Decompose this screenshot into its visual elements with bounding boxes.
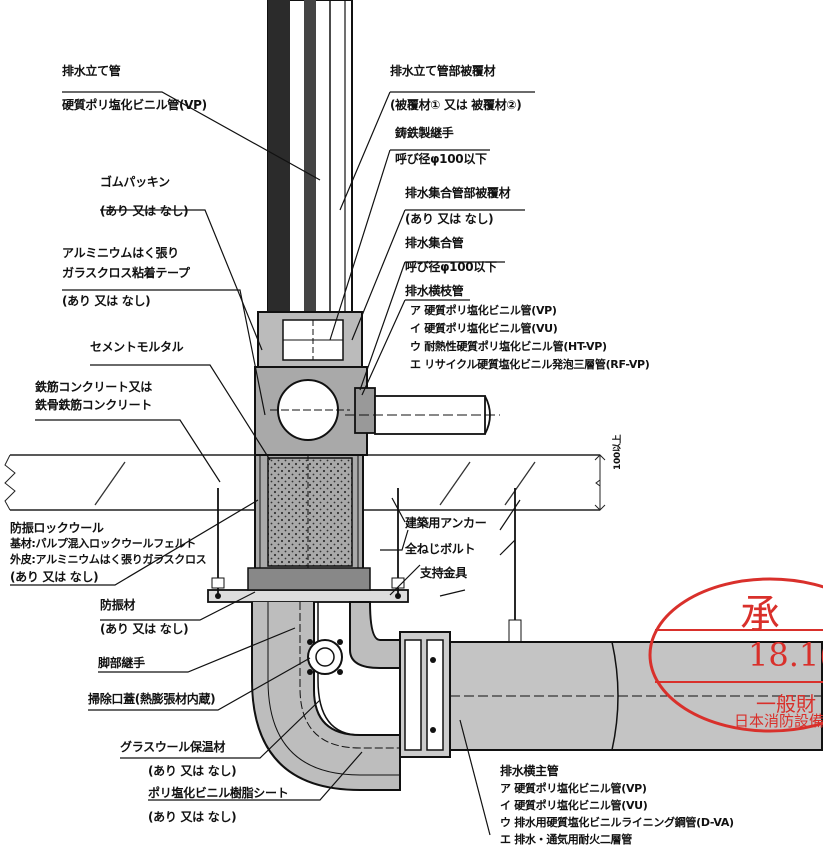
label-foil-tape-opt: (あり 又は なし)	[62, 294, 151, 308]
label-glasswool: グラスウール保温材	[120, 740, 226, 754]
stamp-char: 承	[740, 592, 780, 638]
label-collector: 排水集合管	[405, 236, 464, 250]
label-main-a: ア 硬質ポリ塩化ビニル管(VP)	[500, 782, 647, 795]
label-riser: 排水立て管	[62, 64, 121, 78]
leader-lines	[10, 91, 535, 836]
label-rubber-packing: ゴムパッキン	[100, 175, 170, 189]
stamp-date: 18.1(	[748, 636, 823, 674]
label-foil-tape-2: ガラスクロス粘着テープ	[62, 266, 190, 280]
collector-in-slab	[254, 454, 364, 571]
label-cleanout: 掃除口蓋(熱膨張材内蔵)	[88, 692, 216, 706]
label-mortar: セメントモルタル	[90, 340, 184, 354]
label-rockwool-opt: (あり 又は なし)	[10, 570, 99, 584]
stamp-org-1: 一般財	[756, 692, 816, 716]
branch-pipe	[345, 387, 500, 435]
label-riser-pipe: 硬質ポリ塩化ビニル管(VP)	[62, 98, 207, 112]
label-riser-cover-opt: (被覆材① 又は 被覆材②)	[390, 98, 522, 112]
label-rockwool-base: 基材:パルプ混入ロックウールフェルト	[10, 537, 196, 550]
label-concrete-1: 鉄筋コンクリート又は	[35, 380, 153, 394]
label-branch: 排水横枝管	[405, 284, 464, 298]
label-branch-e: エ リサイクル硬質塩化ビニル発泡三層管(RF-VP)	[410, 358, 650, 371]
label-rubber-packing-opt: (あり 又は なし)	[100, 204, 189, 218]
riser-pipe	[267, 0, 353, 313]
label-damper: 防振材	[100, 598, 136, 612]
label-foil-tape-1: アルミニウムはく張り	[62, 246, 179, 260]
label-glasswool-opt: (あり 又は なし)	[148, 764, 237, 778]
label-collector-cover: 排水集合管部被覆材	[405, 186, 511, 200]
elbow-foot-joint	[251, 601, 401, 791]
label-cast-joint: 鋳鉄製継手	[395, 126, 454, 140]
label-rockwool: 防振ロックウール	[10, 521, 104, 535]
label-dimension: 100以上	[613, 434, 623, 470]
label-riser-cover: 排水立て管部被覆材	[390, 64, 496, 78]
label-branch-a: ア 硬質ポリ塩化ビニル管(VP)	[410, 304, 557, 317]
label-branch-u: ウ 耐熱性硬質ポリ塩化ビニル管(HT-VP)	[410, 340, 607, 353]
label-bolt: 全ねじボルト	[405, 542, 476, 556]
label-pvc-sheet: ポリ塩化ビニル樹脂シート	[148, 786, 289, 800]
label-damper-opt: (あり 又は なし)	[100, 622, 189, 636]
approval-stamp	[648, 577, 823, 733]
label-main-u: ウ 排水用硬質塩化ビニルライニング鋼管(D-VA)	[500, 816, 734, 829]
label-rockwool-skin: 外皮:アルミニウムはく張りガラスクロス	[10, 553, 207, 566]
label-bracket: 支持金具	[420, 566, 467, 580]
label-cast-joint-dia: 呼び径φ100以下	[395, 152, 487, 166]
cast-iron-joint	[254, 311, 368, 456]
label-main-i: イ 硬質ポリ塩化ビニル管(VU)	[500, 799, 648, 812]
label-collector-dia: 呼び径φ100以下	[405, 260, 497, 274]
label-anchor: 建築用アンカー	[405, 516, 487, 530]
label-main-e: エ 排水・通気用耐火二層管	[500, 833, 632, 846]
label-collector-cover-opt: (あり 又は なし)	[405, 212, 494, 226]
label-foot-joint: 脚部継手	[98, 656, 145, 670]
stamp-org-2: 日本消防設備	[734, 712, 823, 730]
label-pvc-sheet-opt: (あり 又は なし)	[148, 810, 237, 824]
label-concrete-2: 鉄骨鉄筋コンクリート	[35, 398, 153, 412]
label-main: 排水横主管	[500, 764, 559, 778]
label-branch-i: イ 硬質ポリ塩化ビニル管(VU)	[410, 322, 558, 335]
